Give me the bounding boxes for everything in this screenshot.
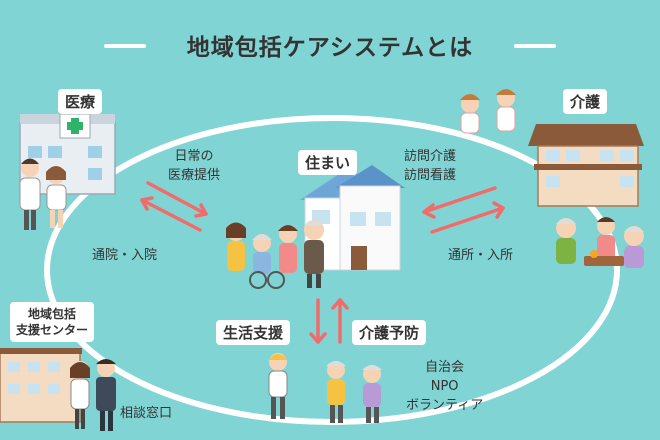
diagram-title: 地域包括ケアシステムとは	[186, 35, 474, 61]
label-support-center: 地域包括 支援センター	[10, 302, 95, 342]
arrow-home-to-medical	[140, 196, 202, 232]
text-facility: 通所・入所	[448, 248, 514, 263]
arrows	[140, 181, 505, 344]
title-line-right	[514, 44, 556, 48]
text-daily-care: 日常の 医療提供	[168, 149, 221, 183]
title-line-left	[104, 44, 146, 48]
label-medical: 医療	[58, 89, 103, 114]
community-illustration	[268, 353, 382, 423]
label-prevention: 介護予防	[352, 320, 427, 345]
title-bar: 地域包括ケアシステムとは	[0, 28, 660, 62]
elderly-table-illustration	[556, 217, 644, 268]
consultants-illustration	[70, 359, 116, 431]
caregivers-illustration	[460, 89, 516, 134]
arrow-medical-to-home	[146, 181, 208, 218]
arrow-home-to-care	[430, 201, 505, 234]
label-home: 住まい	[298, 150, 358, 175]
arrow-home-up	[331, 298, 349, 344]
text-hospital: 通院・入院	[92, 248, 158, 263]
care-facility-illustration	[528, 124, 644, 207]
text-visit-care: 訪問介護 訪問看護	[404, 149, 457, 183]
arrow-home-down	[309, 298, 327, 344]
text-consult: 相談窓口	[120, 406, 173, 421]
label-life-support: 生活支援	[216, 320, 291, 345]
text-community: 自治会 NPO ボランティア	[406, 360, 484, 413]
arrow-care-to-home	[422, 186, 497, 219]
center-building-illustration	[0, 348, 82, 423]
doctor-nurse-illustration	[19, 158, 67, 230]
label-care: 介護	[563, 89, 608, 114]
family-illustration	[226, 220, 324, 289]
